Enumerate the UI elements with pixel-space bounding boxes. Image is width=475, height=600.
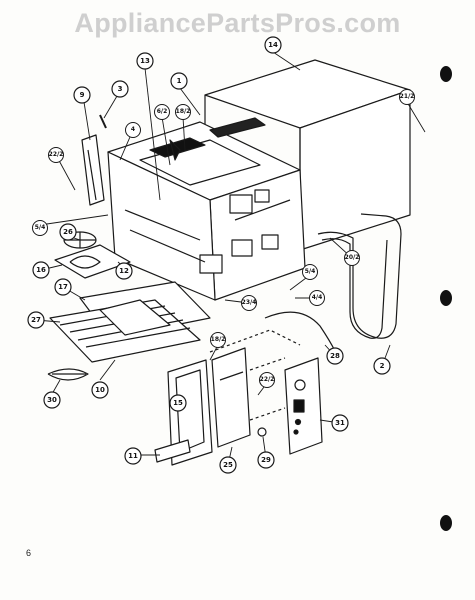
callout-26: 26 bbox=[59, 223, 77, 241]
callout-c5_4b: 5/4 bbox=[302, 264, 318, 280]
callout-9: 9 bbox=[73, 86, 91, 104]
callout-c20_2: 20/2 bbox=[344, 250, 360, 266]
door-panel bbox=[167, 359, 213, 466]
callout-10: 10 bbox=[91, 381, 109, 399]
callout-2: 2 bbox=[373, 357, 391, 375]
callout-text: 11 bbox=[128, 452, 138, 460]
binder-hole bbox=[440, 290, 452, 306]
callout-text: 9 bbox=[80, 91, 85, 99]
callout-28: 28 bbox=[326, 347, 344, 365]
callout-c5_4: 5/4 bbox=[32, 220, 48, 236]
callout-c4b: 4 bbox=[125, 122, 141, 138]
callout-text: 14 bbox=[268, 41, 278, 49]
callout-text: 12 bbox=[119, 267, 129, 275]
callout-14: 14 bbox=[264, 36, 282, 54]
callout-c22a: 22/2 bbox=[48, 147, 64, 163]
callout-text: 25 bbox=[223, 461, 233, 469]
callout-1: 1 bbox=[170, 72, 188, 90]
callout-text: 2 bbox=[380, 362, 385, 370]
binder-hole bbox=[440, 515, 452, 531]
left-door-frame bbox=[81, 134, 105, 206]
callout-text: 17 bbox=[58, 283, 68, 291]
callout-text: 10 bbox=[95, 386, 105, 394]
callout-text: 15 bbox=[173, 399, 183, 407]
callout-text: 27 bbox=[31, 316, 41, 324]
callout-c6_2: 6/2 bbox=[154, 104, 170, 120]
callout-text: 30 bbox=[47, 396, 57, 404]
callout-25: 25 bbox=[219, 456, 237, 474]
callout-c18_2b: 18/2 bbox=[210, 332, 226, 348]
callout-12: 12 bbox=[115, 262, 133, 280]
callout-text: 16 bbox=[36, 266, 46, 274]
page-number: 6 bbox=[26, 548, 32, 558]
callout-27: 27 bbox=[27, 311, 45, 329]
callout-text: 29 bbox=[261, 456, 271, 464]
power-cord-2 bbox=[317, 213, 402, 339]
callout-text: 31 bbox=[335, 419, 345, 427]
callout-3: 3 bbox=[111, 80, 129, 98]
callout-11: 11 bbox=[124, 447, 142, 465]
callout-text: 3 bbox=[118, 85, 123, 93]
callout-29: 29 bbox=[257, 451, 275, 469]
inner-chassis bbox=[107, 117, 306, 301]
callout-17: 17 bbox=[54, 278, 72, 296]
watermark: AppliancePartsPros.com bbox=[74, 8, 401, 38]
callout-text: 28 bbox=[330, 352, 340, 360]
bottom-tray bbox=[49, 281, 211, 363]
callout-c4_4: 4/4 bbox=[309, 290, 325, 306]
callout-c21_2: 21/2 bbox=[399, 89, 415, 105]
callout-c23_4: 23/4 bbox=[241, 295, 257, 311]
callout-c22b: 22/2 bbox=[259, 372, 275, 388]
part-11-latch bbox=[154, 439, 191, 463]
control-plate bbox=[211, 347, 251, 448]
control-panel bbox=[284, 357, 323, 455]
fan-bracket bbox=[54, 244, 131, 279]
part-29-screw bbox=[257, 427, 267, 437]
part-3-clip bbox=[99, 114, 107, 129]
callout-text: 26 bbox=[63, 228, 73, 236]
callout-15: 15 bbox=[169, 394, 187, 412]
binder-hole bbox=[440, 66, 452, 82]
power-cord bbox=[264, 311, 336, 352]
callout-c18_2a: 18/2 bbox=[175, 104, 191, 120]
callout-layer: 14 13 1 9 3 2 10 11 12 15 16 17 25 26 27… bbox=[27, 36, 391, 474]
callout-text: 13 bbox=[140, 57, 150, 65]
callout-16: 16 bbox=[32, 261, 50, 279]
callout-31: 31 bbox=[331, 414, 349, 432]
callout-13: 13 bbox=[136, 52, 154, 70]
callout-text: 1 bbox=[177, 77, 182, 85]
part-30-lamp bbox=[47, 368, 89, 381]
callout-30: 30 bbox=[43, 391, 61, 409]
alignment-guides bbox=[209, 329, 301, 421]
